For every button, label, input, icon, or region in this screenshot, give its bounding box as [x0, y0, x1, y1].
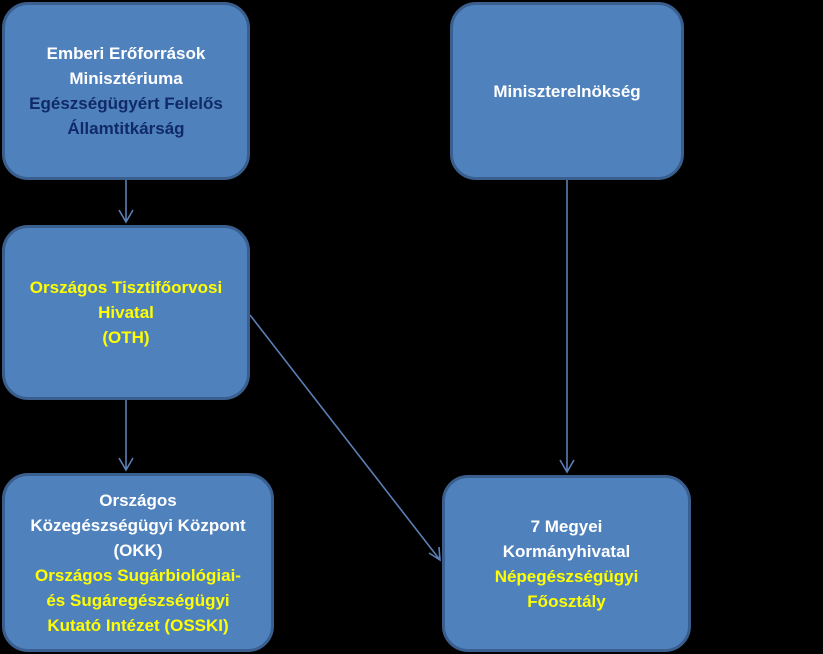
node-megyei-line1: 7 Megyei	[530, 516, 603, 536]
node-oth-line3: (OTH)	[102, 328, 150, 347]
node-okk: Országos Közegészségügyi Központ (OKK) O…	[2, 473, 274, 652]
node-oth-line2: Hivatal	[98, 303, 154, 322]
arrow-me-to-megyei-head	[559, 459, 575, 474]
arrow-emmi-to-oth-head	[118, 209, 134, 224]
node-oth: Országos Tisztifőorvosi Hivatal (OTH)	[2, 225, 250, 400]
node-megyei-kormanyhivatal: 7 Megyei Kormányhivatal Népegészségügyi …	[442, 475, 691, 652]
node-megyei-line4: Főosztály	[527, 591, 606, 611]
node-oth-line1: Országos Tisztifőorvosi	[29, 278, 223, 297]
node-emmi: Emberi Erőforrások Minisztériuma Egészsé…	[2, 2, 250, 180]
node-emmi-line3: Egészségügyért Felelős	[29, 94, 223, 113]
node-okk-line1: Országos	[99, 490, 177, 510]
arrow-oth-to-megyei	[249, 314, 441, 561]
node-okk-line4: Országos Sugárbiológiai-	[35, 565, 241, 585]
node-okk-line2: Közegészségügyi Központ	[30, 515, 246, 535]
arrow-oth-to-megyei-head	[428, 546, 441, 562]
node-emmi-line4: Államtitkárság	[67, 119, 185, 138]
arrow-oth-to-okk-head	[118, 457, 134, 472]
node-emmi-line1: Emberi Erőforrások	[46, 44, 206, 63]
node-megyei-line3: Népegészségügyi	[494, 566, 639, 586]
node-okk-line5: és Sugáregészségügyi	[46, 590, 230, 610]
node-okk-line3: (OKK)	[113, 540, 163, 560]
node-emmi-line2: Minisztériuma	[69, 69, 183, 88]
node-okk-line6: Kutató Intézet (OSSKI)	[47, 615, 229, 635]
node-me-line1: Miniszterelnökség	[493, 81, 641, 101]
node-miniszterelnokseg: Miniszterelnökség	[450, 2, 684, 180]
node-megyei-line2: Kormányhivatal	[502, 541, 631, 561]
